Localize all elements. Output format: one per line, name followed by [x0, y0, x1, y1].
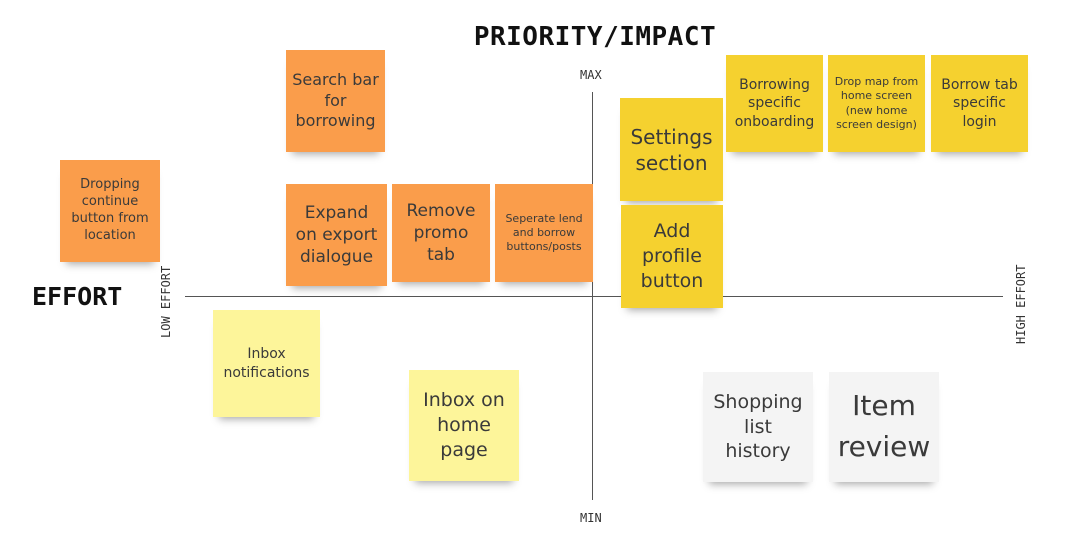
- sticky-note[interactable]: Expand on export dialogue: [286, 184, 387, 286]
- sticky-note-text: Settings section: [630, 124, 713, 175]
- sticky-note-text: Shopping list history: [713, 390, 803, 463]
- sticky-note-text: Dropping continue button from location: [71, 177, 149, 243]
- sticky-note[interactable]: Remove promo tab: [392, 184, 490, 282]
- sticky-note-text: Drop map from home screen (new home scre…: [834, 74, 919, 131]
- horizontal-axis-line: [185, 296, 1003, 297]
- vertical-axis-line: [592, 92, 593, 500]
- sticky-note-text: Inbox notifications: [223, 346, 310, 381]
- axis-min-label: MIN: [580, 511, 602, 525]
- sticky-note-text: Borrowing specific onboarding: [734, 77, 815, 130]
- sticky-note[interactable]: Item review: [829, 372, 939, 482]
- sticky-note[interactable]: Dropping continue button from location: [60, 160, 160, 262]
- chart-title: PRIORITY/IMPACT: [473, 22, 717, 52]
- axis-high-effort-label: HIGH EFFORT: [1014, 264, 1028, 344]
- sticky-note[interactable]: Search bar for borrowing: [286, 50, 385, 152]
- sticky-note[interactable]: Borrow tab specific login: [931, 55, 1028, 152]
- axis-max-label: MAX: [580, 68, 602, 82]
- effort-axis-title: EFFORT: [32, 282, 123, 311]
- sticky-note-text: Add profile button: [640, 220, 704, 292]
- sticky-note[interactable]: Drop map from home screen (new home scre…: [828, 55, 925, 152]
- sticky-note-text: Expand on export dialogue: [295, 202, 378, 268]
- sticky-note[interactable]: Seperate lend and borrow buttons/posts: [495, 184, 593, 282]
- sticky-note-text: Search bar for borrowing: [292, 69, 379, 131]
- sticky-note[interactable]: Borrowing specific onboarding: [726, 55, 823, 152]
- sticky-note-text: Borrow tab specific login: [941, 77, 1018, 130]
- sticky-note[interactable]: Shopping list history: [703, 372, 813, 482]
- sticky-note-text: Seperate lend and borrow buttons/posts: [505, 211, 583, 254]
- sticky-note[interactable]: Inbox notifications: [213, 310, 320, 417]
- sticky-note[interactable]: Settings section: [620, 98, 723, 201]
- sticky-note-text: Remove promo tab: [406, 200, 476, 266]
- sticky-note[interactable]: Add profile button: [621, 205, 723, 308]
- sticky-note-text: Item review: [837, 389, 931, 463]
- sticky-note-text: Inbox on home page: [423, 389, 505, 461]
- axis-low-effort-label: LOW EFFORT: [159, 265, 173, 338]
- sticky-note[interactable]: Inbox on home page: [409, 370, 519, 481]
